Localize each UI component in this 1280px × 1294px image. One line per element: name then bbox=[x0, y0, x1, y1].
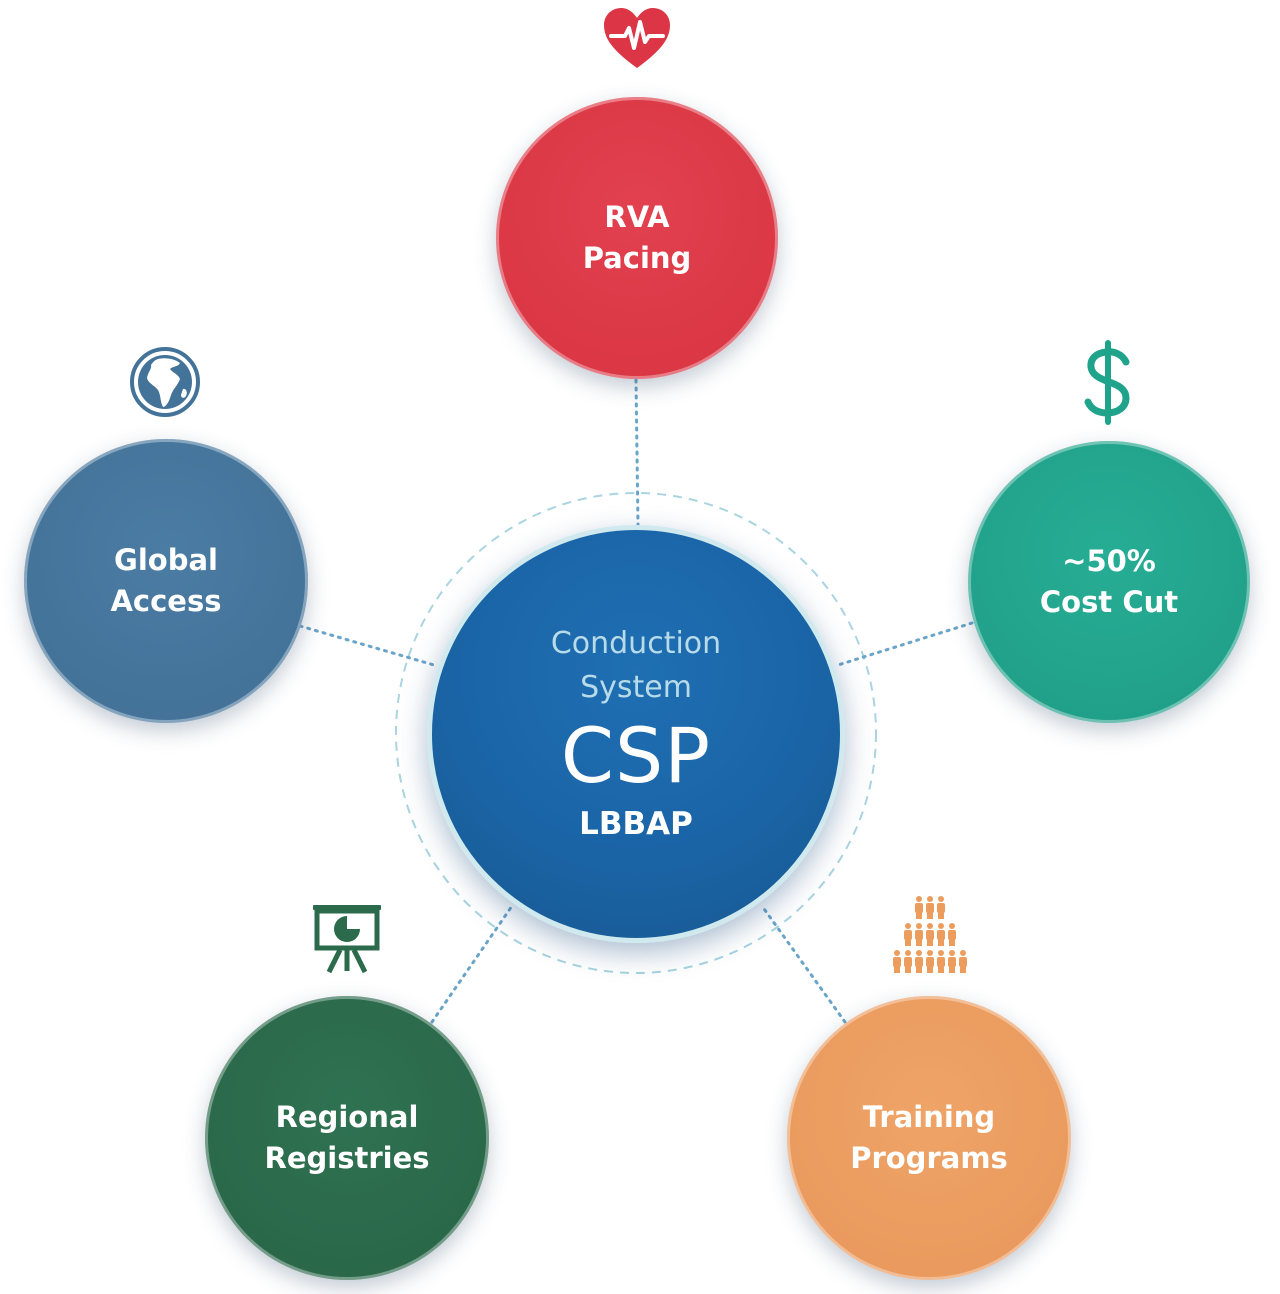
person-figure bbox=[915, 923, 923, 946]
dashed-orbit-ring bbox=[395, 492, 877, 974]
node-registries-line1: Regional bbox=[275, 1100, 419, 1134]
person-figure bbox=[904, 923, 912, 946]
person-figure bbox=[904, 950, 912, 973]
person-figure bbox=[937, 950, 945, 973]
center-title: CSP bbox=[560, 711, 712, 800]
person-figure bbox=[926, 923, 934, 946]
node-rva-line1: RVA bbox=[604, 200, 670, 234]
person-figure bbox=[893, 950, 901, 973]
person-figure bbox=[948, 923, 956, 946]
people-pyramid-icon bbox=[893, 896, 967, 973]
center-subtitle-line2: System bbox=[580, 670, 692, 705]
heart-pulse-icon bbox=[604, 8, 670, 68]
node-cost-cut: ~50% Cost Cut bbox=[968, 441, 1250, 723]
node-cost-line1: ~50% bbox=[1062, 544, 1156, 578]
connector-global bbox=[298, 624, 436, 667]
dollar-icon bbox=[1084, 340, 1130, 425]
presentation-chart-icon bbox=[313, 905, 381, 974]
person-figure bbox=[937, 896, 945, 919]
connector-registries bbox=[430, 904, 514, 1024]
globe-icon bbox=[130, 347, 200, 417]
node-training-line1: Training bbox=[862, 1100, 996, 1134]
node-rva-line2: Pacing bbox=[582, 241, 692, 275]
person-figure bbox=[926, 950, 934, 973]
node-global-access: Global Access bbox=[24, 439, 308, 723]
connector-cost bbox=[836, 621, 974, 667]
node-training-programs: Training Programs bbox=[787, 996, 1071, 1280]
node-cost-line2: Cost Cut bbox=[1039, 585, 1179, 619]
node-regional-registries: Regional Registries bbox=[205, 996, 489, 1280]
person-figure bbox=[959, 950, 967, 973]
node-global-line1: Global bbox=[114, 543, 218, 577]
connector-rva bbox=[634, 378, 640, 527]
person-figure bbox=[915, 950, 923, 973]
center-subtitle-line1: Conduction bbox=[550, 626, 722, 661]
node-training-line2: Programs bbox=[850, 1141, 1008, 1175]
node-rva-pacing: RVA Pacing bbox=[496, 97, 778, 379]
connector-training bbox=[760, 904, 847, 1024]
node-global-line2: Access bbox=[110, 584, 222, 618]
person-figure bbox=[948, 950, 956, 973]
person-figure bbox=[926, 896, 934, 919]
person-figure bbox=[915, 896, 923, 919]
center-tag: LBBAP bbox=[579, 806, 693, 842]
node-registries-line2: Registries bbox=[264, 1141, 430, 1175]
person-figure bbox=[937, 923, 945, 946]
center-hub: Conduction System CSP LBBAP bbox=[427, 525, 845, 943]
